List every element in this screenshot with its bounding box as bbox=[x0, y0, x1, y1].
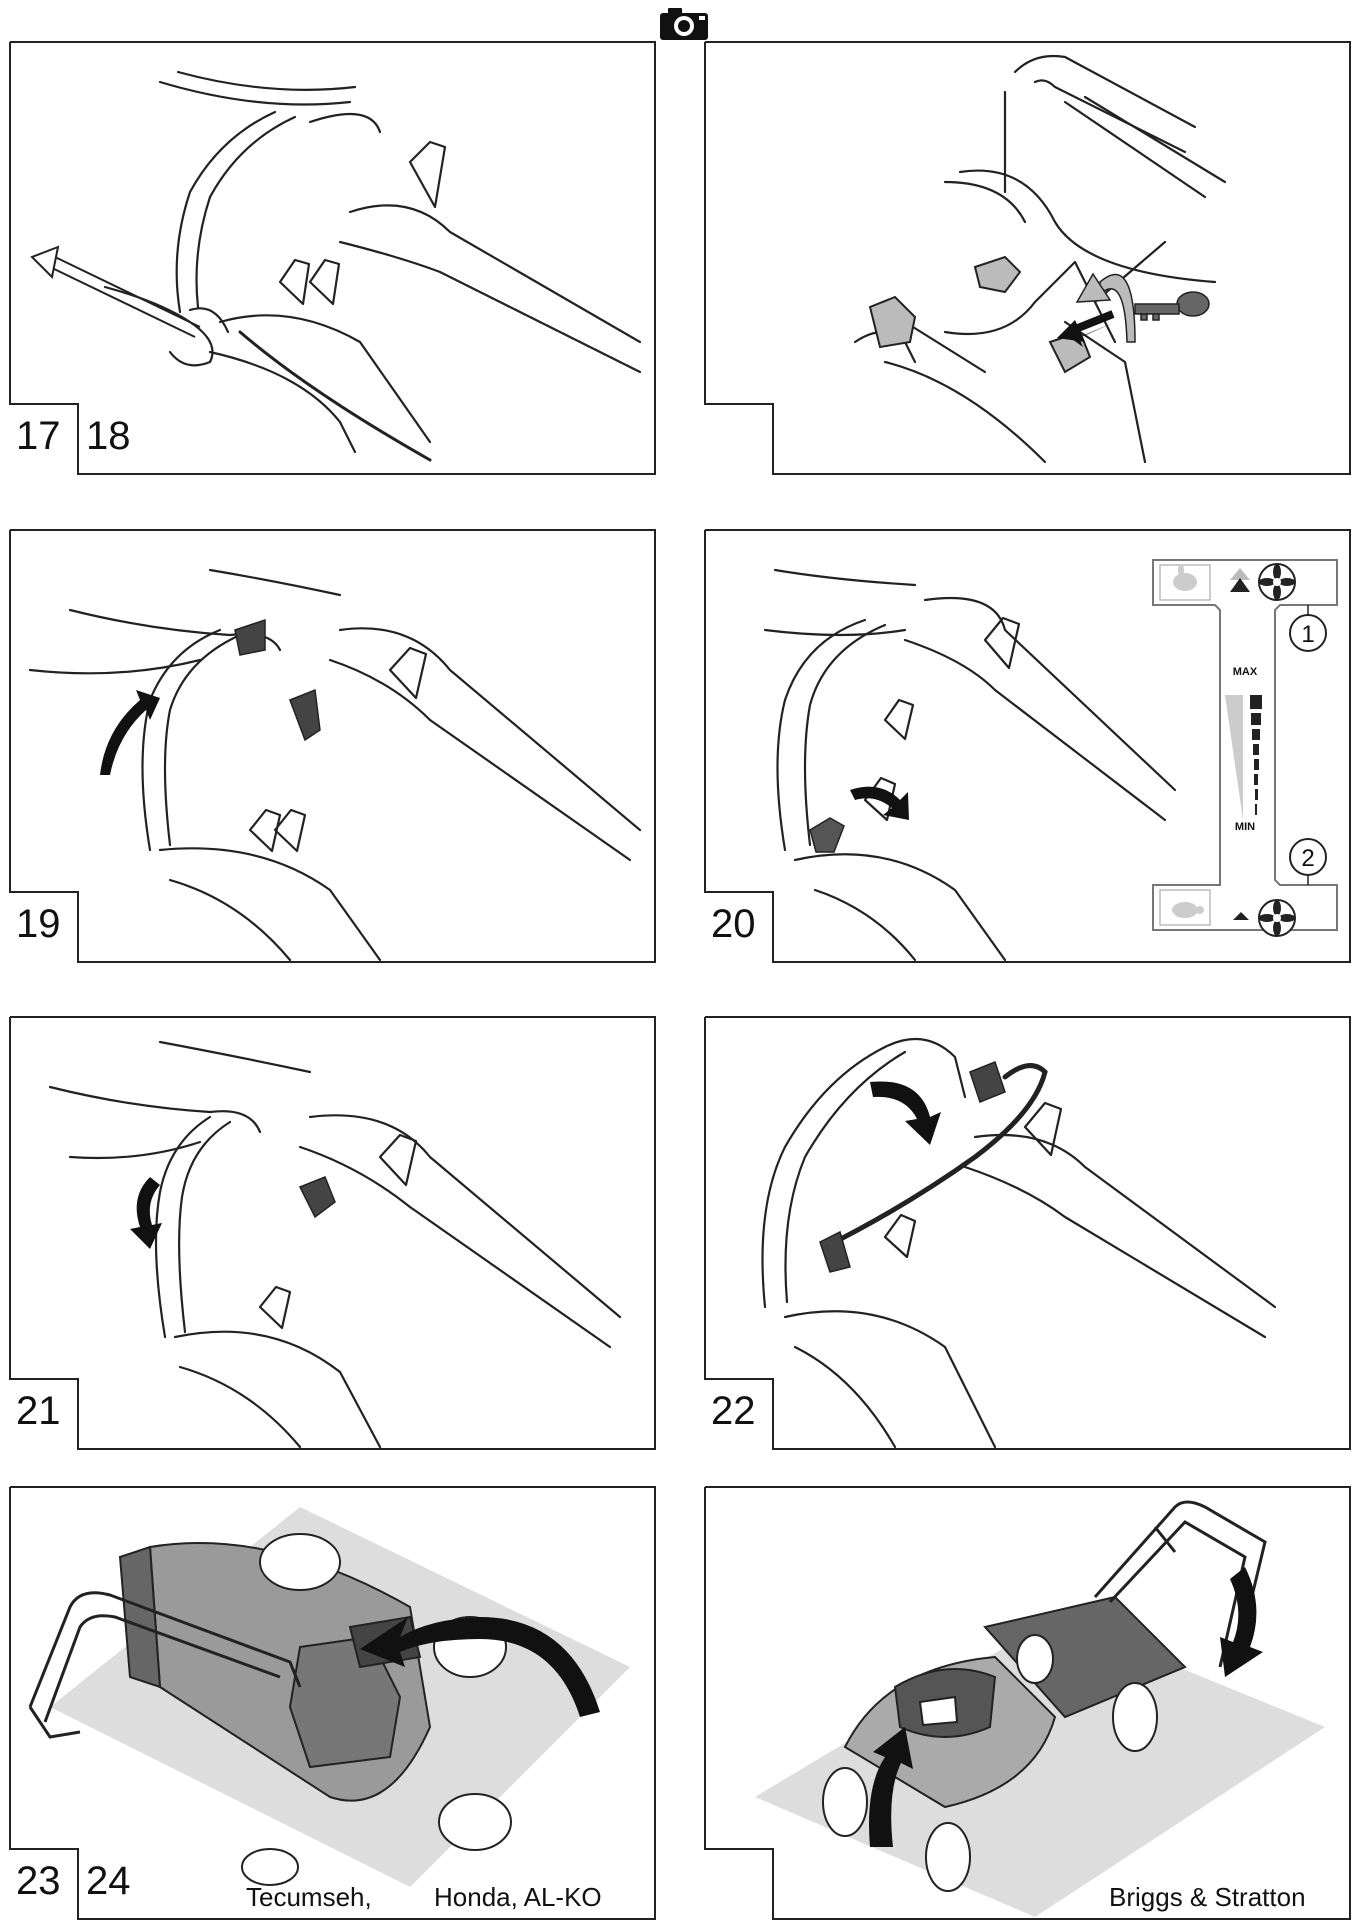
down-arrow-icon bbox=[1220, 1567, 1263, 1677]
lever-arrow-icon bbox=[850, 786, 909, 820]
figure-24-panel: Briggs & Stratton bbox=[704, 1486, 1351, 1922]
tilt-back-illustration bbox=[755, 1500, 1325, 1917]
fan-icon bbox=[1258, 563, 1296, 601]
tilt-side-illustration bbox=[28, 1507, 630, 1887]
marker-2 bbox=[1289, 838, 1327, 876]
handle-lever-up-illustration bbox=[28, 568, 642, 962]
tilt-arrow-icon bbox=[360, 1617, 600, 1717]
marker-2-label: 2 bbox=[1301, 845, 1314, 872]
pull-arrow-icon bbox=[30, 245, 201, 338]
figure-number: 22 bbox=[711, 1389, 756, 1433]
fan-icon bbox=[1258, 899, 1296, 937]
throttle-gauge: 1 2 MAX MIN bbox=[1152, 559, 1338, 937]
max-label: MAX bbox=[1233, 666, 1258, 678]
press-down-arrow-icon bbox=[870, 1081, 941, 1145]
figure-number: 21 bbox=[16, 1389, 61, 1433]
camera-icon bbox=[660, 8, 708, 40]
rotate-up-arrow-icon bbox=[100, 690, 160, 775]
figure-19-panel: 19 bbox=[9, 529, 656, 965]
key-icon bbox=[1134, 291, 1210, 321]
engine-brand-caption: Briggs & Stratton bbox=[1109, 1882, 1306, 1912]
handle-lever-down-illustration bbox=[48, 1040, 622, 1449]
figure-21-panel: 21 bbox=[9, 1016, 656, 1452]
marker-1-label: 1 bbox=[1301, 621, 1314, 648]
figure-number: 17 bbox=[16, 414, 61, 458]
figure-23-panel: 23 24 Tecumseh, Honda, AL-KO bbox=[9, 1486, 656, 1922]
up-arrow-icon bbox=[869, 1727, 913, 1847]
figure-number: 23 bbox=[16, 1859, 61, 1903]
engine-brand-caption: Honda, AL-KO bbox=[434, 1882, 602, 1912]
bail-press-illustration bbox=[761, 1037, 1277, 1449]
figure-number: 24 bbox=[86, 1859, 131, 1903]
rotate-arrow-icon bbox=[1075, 272, 1136, 343]
key-insert-illustration bbox=[853, 54, 1227, 464]
figure-17-panel: 17 18 bbox=[9, 41, 656, 477]
marker-1 bbox=[1289, 614, 1327, 652]
figure-22-panel: 22 bbox=[704, 1016, 1351, 1452]
handle-cable-illustration bbox=[30, 70, 642, 462]
turtle-icon bbox=[1172, 902, 1204, 918]
figure-20-panel: 1 2 MAX MIN 20 bbox=[704, 529, 1351, 965]
insert-arrow-icon bbox=[1057, 310, 1115, 347]
figure-18-panel bbox=[704, 41, 1351, 477]
rotate-down-arrow-icon bbox=[130, 1177, 162, 1249]
min-label: MIN bbox=[1235, 821, 1255, 833]
figure-number: 20 bbox=[711, 902, 756, 946]
hare-icon bbox=[1173, 564, 1197, 591]
engine-brand-caption: Tecumseh, bbox=[246, 1882, 372, 1912]
throttle-lever-illustration: 1 2 MAX MIN bbox=[763, 559, 1338, 962]
figure-number: 18 bbox=[86, 414, 131, 458]
figure-number: 19 bbox=[16, 902, 61, 946]
